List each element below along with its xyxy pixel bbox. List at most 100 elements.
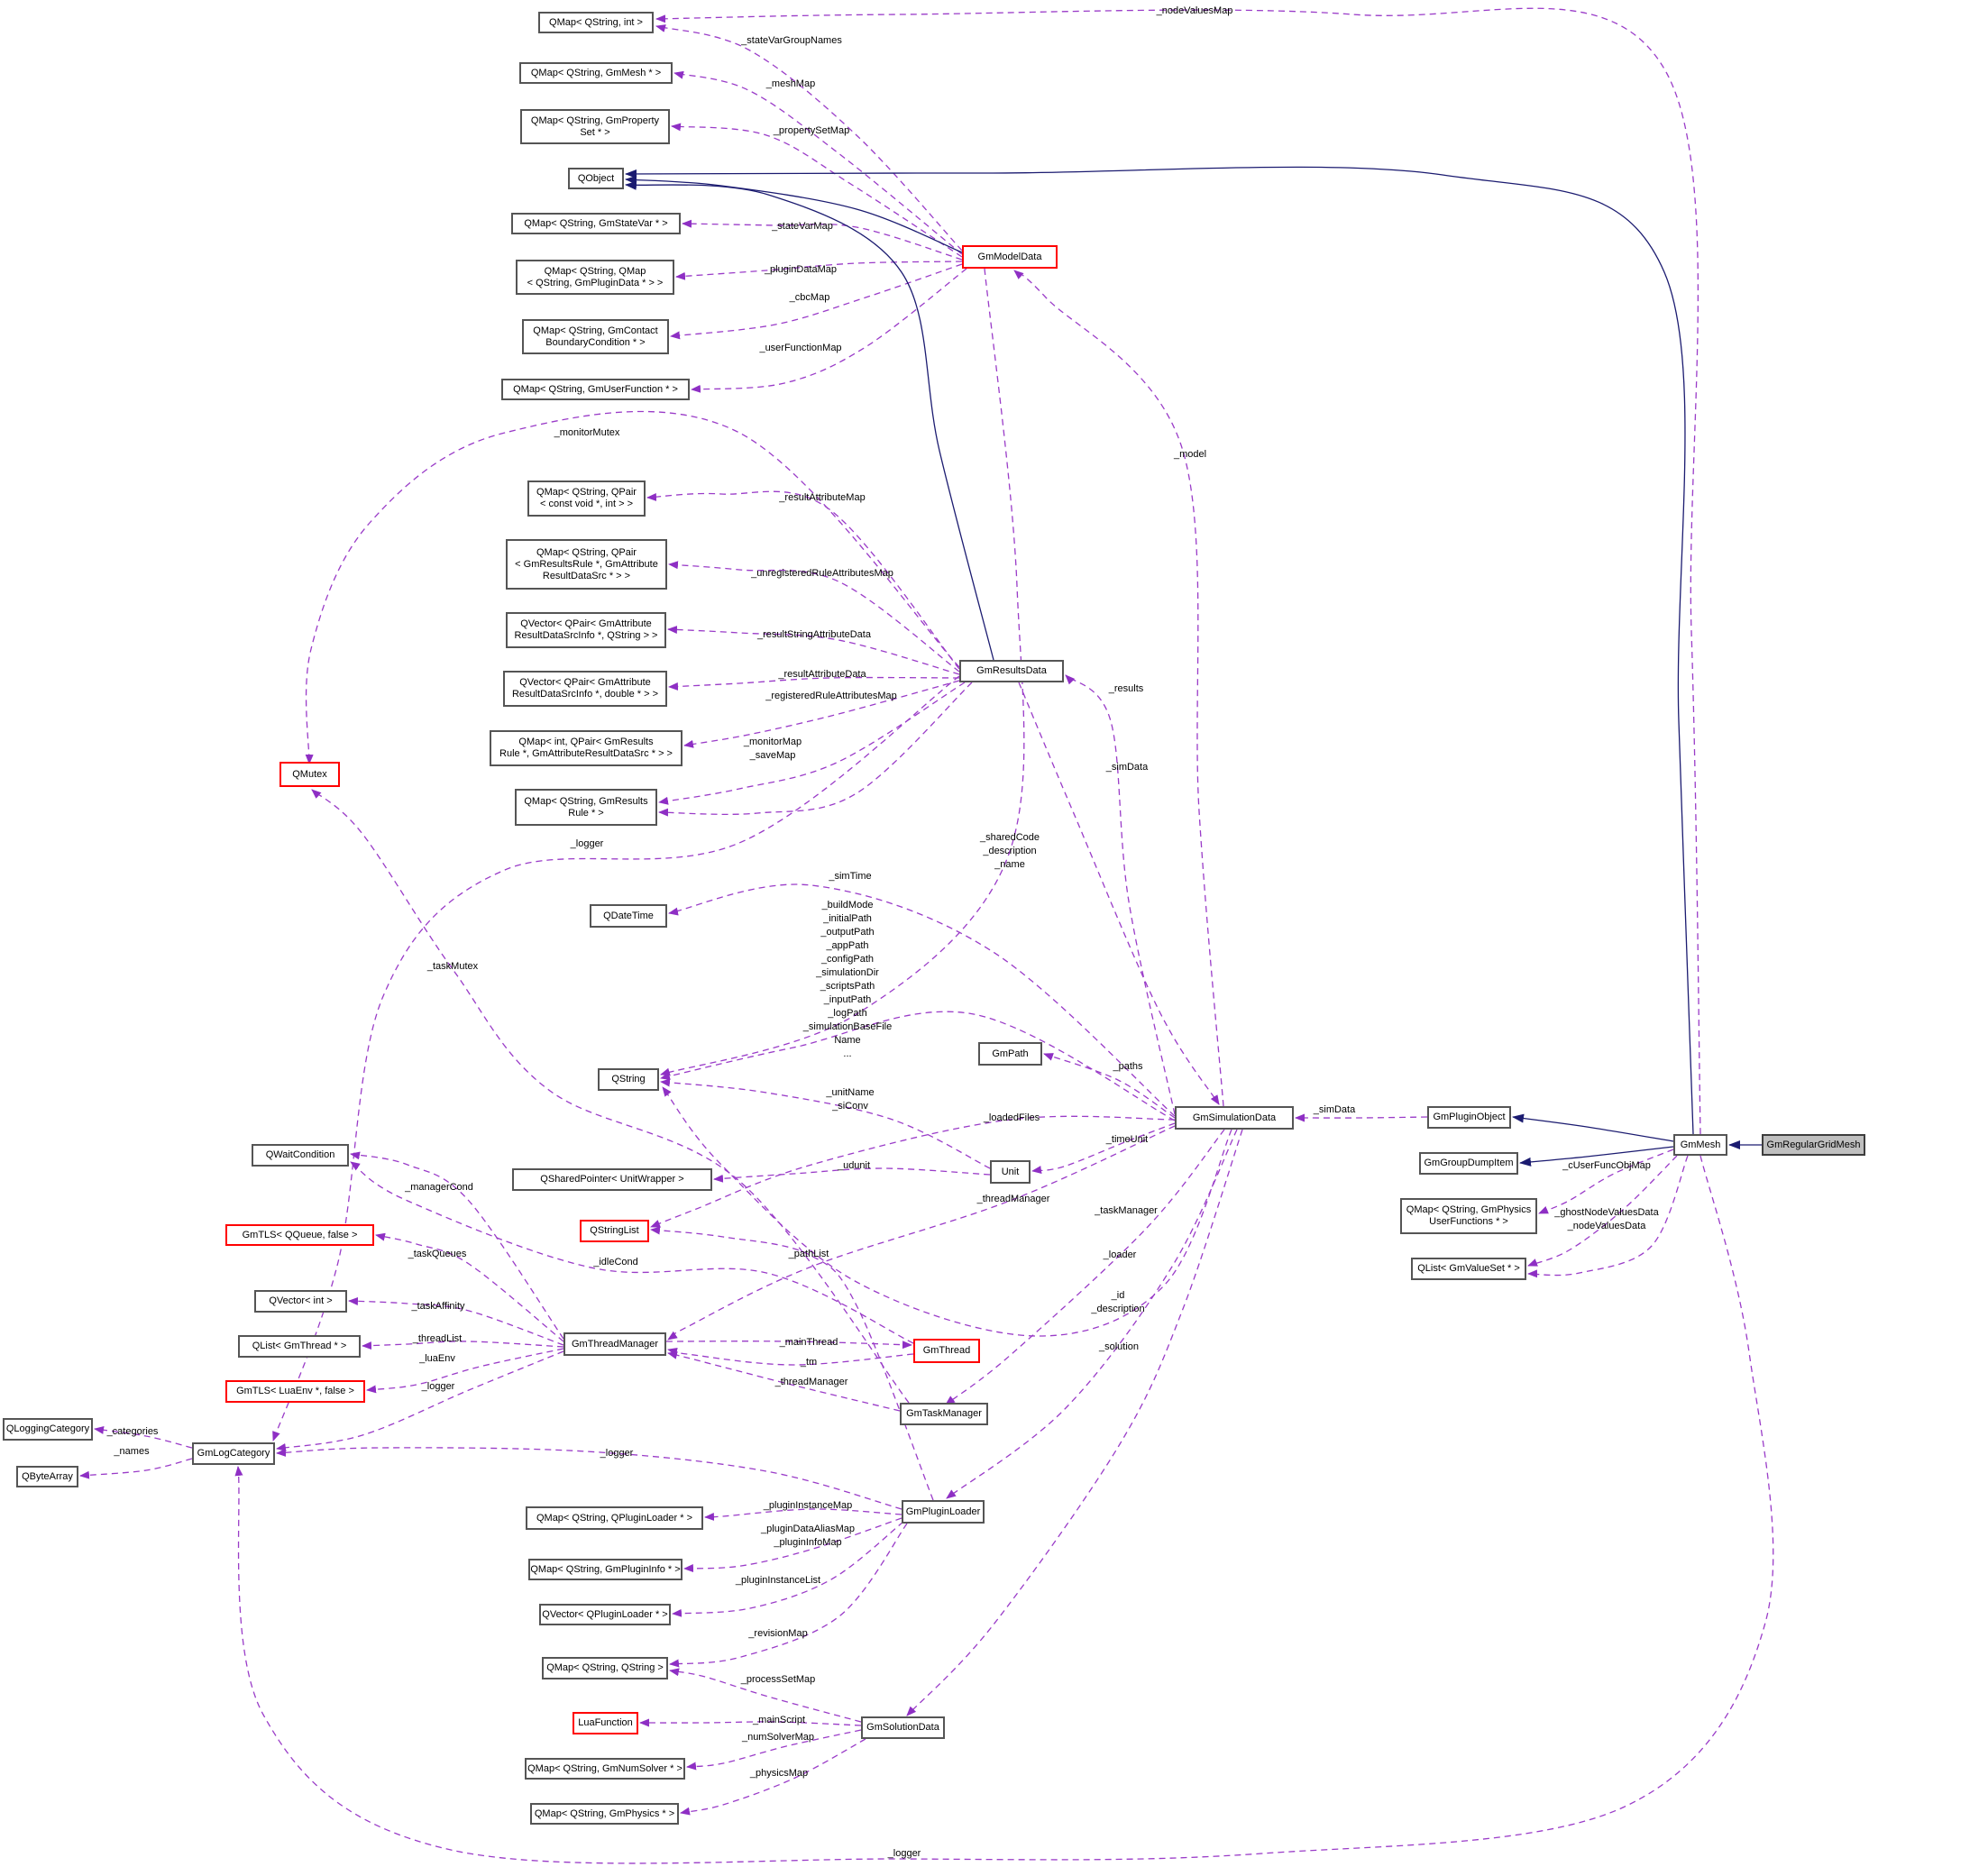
usage-edge [1527, 1155, 1678, 1267]
usage-edge [348, 1296, 564, 1346]
class-node-gmsimulationdata[interactable]: GmSimulationData [1175, 1106, 1294, 1130]
class-node-gmregulargridmesh: GmRegularGridMesh [1762, 1134, 1865, 1156]
usage-edge [713, 1167, 991, 1183]
class-node-qmap-string-gmuserfunction[interactable]: QMap< QString, GmUserFunction * > [501, 379, 690, 400]
class-node-qmap-string-gmnumsolver[interactable]: QMap< QString, GmNumSolver * > [525, 1758, 685, 1780]
class-node-gmthreadmanager[interactable]: GmThreadManager [563, 1332, 666, 1356]
class-node-qsharedpointer-unitwrapper[interactable]: QSharedPointer< UnitWrapper > [512, 1168, 712, 1191]
class-node-qstring[interactable]: QString [598, 1068, 659, 1091]
class-node-qmap-string-gmstatevar[interactable]: QMap< QString, GmStateVar * > [511, 213, 681, 234]
class-node-gmlogcategory[interactable]: GmLogCategory [192, 1442, 275, 1465]
usage-edge [1295, 1113, 1428, 1122]
usage-edge [660, 1011, 1176, 1121]
usage-edge [94, 1425, 193, 1449]
usage-edge [683, 680, 960, 748]
class-node-qmap-string-qpair-gmresultsrule[interactable]: QMap< QString, QPair < GmResultsRule *, … [506, 539, 667, 590]
class-node-qmap-string-qpluginloader[interactable]: QMap< QString, QPluginLoader * > [526, 1506, 703, 1530]
class-node-gmtls-luaenv[interactable]: GmTLS< LuaEnv *, false > [225, 1380, 365, 1403]
usage-edge [1527, 1155, 1689, 1278]
class-node-qmutex[interactable]: QMutex [279, 762, 340, 787]
class-node-qmap-string-int[interactable]: QMap< QString, int > [538, 12, 654, 33]
class-node-qvector-qpair-double[interactable]: QVector< QPair< GmAttribute ResultDataSr… [503, 671, 667, 707]
class-node-qmap-int-qpair[interactable]: QMap< int, QPair< GmResults Rule *, GmAt… [490, 730, 683, 766]
class-node-qobject[interactable]: QObject [568, 168, 624, 189]
class-node-qmap-string-gmmesh[interactable]: QMap< QString, GmMesh * > [519, 62, 673, 84]
usage-edge [658, 682, 973, 817]
class-node-luafunction[interactable]: LuaFunction [573, 1712, 638, 1734]
usage-edge [669, 1668, 862, 1723]
usage-edge [665, 1341, 912, 1350]
usage-edge [945, 1129, 1225, 1405]
class-node-gmmesh[interactable]: GmMesh [1673, 1134, 1727, 1156]
usage-edge [667, 626, 960, 675]
usage-edge [646, 490, 960, 670]
class-node-gmpluginloader[interactable]: GmPluginLoader [902, 1500, 985, 1524]
usage-edge [668, 883, 1176, 1117]
class-node-qvector-qpair-qstring[interactable]: QVector< QPair< GmAttribute ResultDataSr… [506, 612, 666, 648]
usage-edge [650, 1226, 934, 1501]
class-node-qmap-string-qstring[interactable]: QMap< QString, QString > [542, 1657, 668, 1679]
usage-edge [680, 1738, 866, 1816]
usage-edge [311, 789, 910, 1404]
inheritance-edge [625, 166, 1694, 1135]
class-node-qmap-string-gmplugininfo[interactable]: QMap< QString, GmPluginInfo * > [528, 1559, 683, 1580]
class-node-qlist-gmthread[interactable]: QList< GmThread * > [238, 1335, 361, 1358]
class-node-gmthread[interactable]: GmThread [913, 1339, 980, 1363]
usage-edge [670, 263, 963, 340]
class-node-unit[interactable]: Unit [990, 1160, 1031, 1184]
class-node-gmpluginobject[interactable]: GmPluginObject [1427, 1106, 1511, 1129]
class-node-qmap-string-gmresultsrule[interactable]: QMap< QString, GmResults Rule * > [515, 789, 657, 826]
class-node-qwaitcondition[interactable]: QWaitCondition [252, 1144, 349, 1167]
class-node-gmmodeldata[interactable]: GmModelData [962, 245, 1058, 269]
class-node-qlist-gmvalueset[interactable]: QList< GmValueSet * > [1411, 1258, 1526, 1280]
usage-edge [1031, 1122, 1176, 1175]
class-node-gmpath[interactable]: GmPath [978, 1042, 1042, 1066]
inheritance-edge [625, 180, 994, 661]
usage-edge [234, 1155, 1774, 1864]
inheritance-edge [1519, 1146, 1674, 1167]
class-node-qmap-string-gmphysics-userfunctions[interactable]: QMap< QString, GmPhysics UserFunctions *… [1400, 1198, 1537, 1234]
usage-edge [1065, 674, 1176, 1115]
usage-edge [276, 1447, 902, 1510]
usage-edge [667, 1125, 1176, 1341]
inheritance-edge [625, 175, 963, 253]
usage-edge [669, 1523, 908, 1668]
usage-edge [946, 1129, 1238, 1499]
class-node-gmgroupdumpitem[interactable]: GmGroupDumpItem [1419, 1152, 1518, 1175]
class-node-gmtls-qqueue[interactable]: GmTLS< QQueue, false > [225, 1224, 374, 1246]
usage-edge [362, 1341, 564, 1350]
class-node-qvector-int[interactable]: QVector< int > [254, 1290, 347, 1313]
class-node-qvector-qpluginloader[interactable]: QVector< QPluginLoader * > [539, 1604, 671, 1625]
class-node-qmap-string-gmcontact[interactable]: QMap< QString, GmContact BoundaryConditi… [522, 319, 669, 354]
usage-edge [639, 1718, 862, 1727]
usage-edge [650, 1115, 1176, 1228]
usage-edge [660, 1078, 991, 1169]
usage-edge [1018, 682, 1220, 1105]
class-node-qmap-string-gmpropertyset[interactable]: QMap< QString, GmProperty Set * > [520, 109, 670, 144]
usage-edge [662, 1086, 1232, 1337]
usage-edge [1538, 1149, 1674, 1214]
class-node-gmsolutiondata[interactable]: GmSolutionData [861, 1716, 945, 1739]
class-node-gmtaskmanager[interactable]: GmTaskManager [900, 1403, 988, 1425]
usage-edge [350, 1151, 564, 1340]
usage-edge [305, 410, 960, 764]
usage-edge [350, 1161, 914, 1344]
class-node-qbytearray[interactable]: QByteArray [16, 1466, 78, 1487]
usage-edge [655, 7, 1701, 1135]
class-node-qmap-string-qmap-plugindata[interactable]: QMap< QString, QMap < QString, GmPluginD… [516, 260, 674, 295]
usage-edge [1013, 270, 1224, 1107]
class-node-qloggingcategory[interactable]: QLoggingCategory [3, 1418, 93, 1441]
usage-edge [673, 70, 963, 255]
usage-edge [683, 1517, 902, 1573]
class-node-qdatetime[interactable]: QDateTime [590, 904, 667, 928]
usage-edge [906, 1129, 1243, 1716]
class-node-gmresultsdata[interactable]: GmResultsData [959, 660, 1064, 682]
usage-edge [79, 1458, 193, 1479]
class-node-qmap-string-qpair-constvoid[interactable]: QMap< QString, QPair < const void *, int… [527, 480, 646, 517]
usage-edge [667, 1350, 901, 1412]
class-node-qmap-string-gmphysics[interactable]: QMap< QString, GmPhysics * > [530, 1803, 679, 1825]
class-node-qstringlist[interactable]: QStringList [580, 1220, 649, 1242]
usage-edge [672, 1521, 904, 1617]
usage-edge [375, 1232, 564, 1342]
